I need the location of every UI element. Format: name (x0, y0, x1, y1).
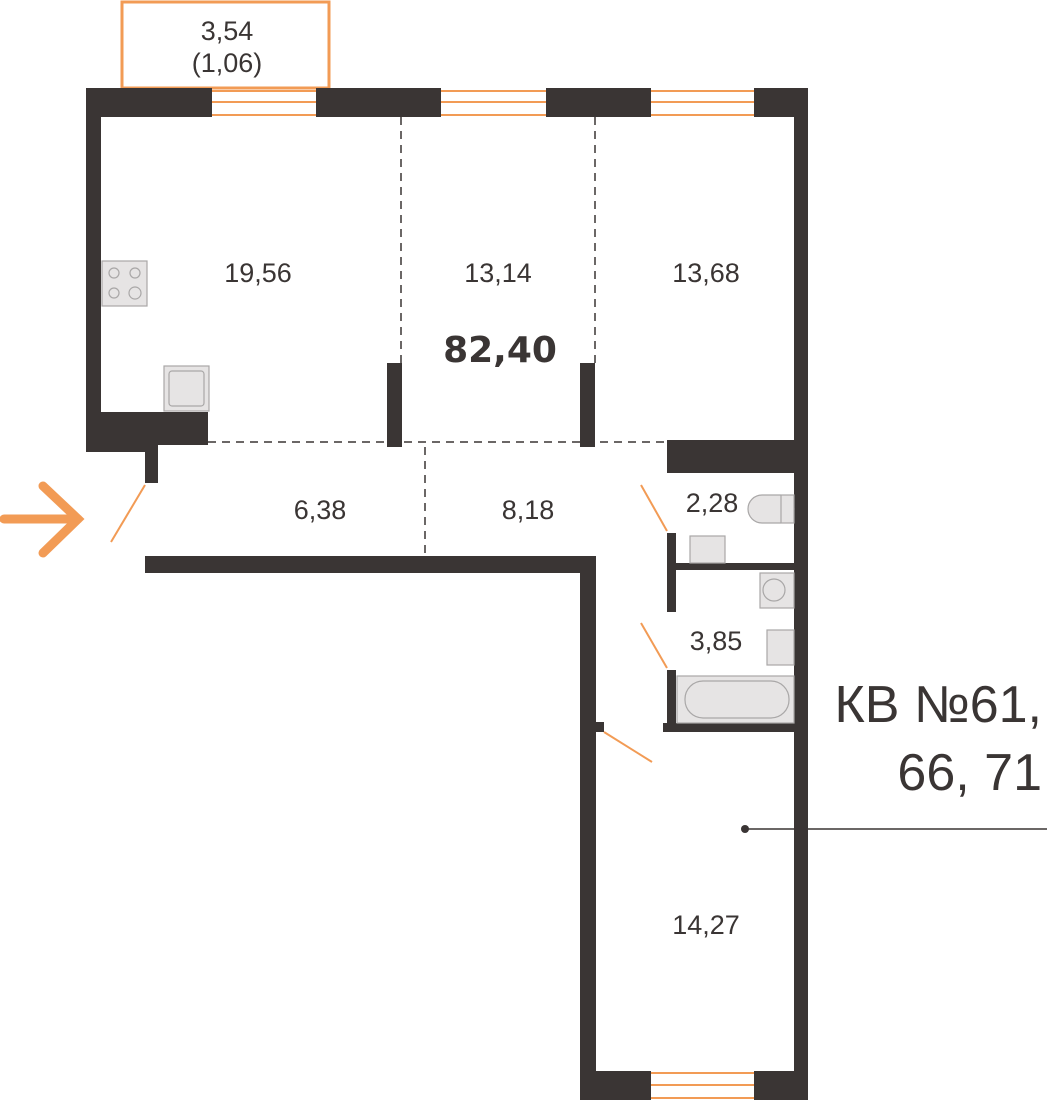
bathtub-icon (676, 675, 795, 724)
room-area: 6,38 (294, 495, 347, 525)
walls (86, 88, 808, 1100)
washing-machine-icon (759, 572, 795, 609)
stove-icon (101, 260, 148, 307)
apartment-title-line1: КВ №61, (835, 676, 1043, 734)
room-area: 14,27 (672, 910, 740, 940)
room-area: 19,56 (224, 258, 292, 288)
apartment-title-line2: 66, 71 (897, 744, 1042, 802)
kitchen-sink-icon (163, 365, 210, 412)
windows (212, 90, 754, 1099)
toilet-icon (747, 494, 795, 524)
room-area: 8,18 (502, 495, 555, 525)
zone-dividers (208, 117, 667, 556)
doors (110, 484, 668, 763)
balcony-outline (120, 0, 331, 90)
bathroom-sink-icon (766, 629, 795, 666)
balcony-area-reduced: (1,06) (192, 48, 263, 78)
room-area: 3,85 (690, 626, 743, 656)
room-area: 13,68 (672, 258, 740, 288)
washbasin-icon (689, 535, 726, 564)
room-area: 13,14 (464, 258, 532, 288)
room-area: 2,28 (686, 488, 739, 518)
total-area: 82,40 (443, 330, 557, 371)
balcony-area: 3,54 (201, 16, 254, 46)
entrance-arrow-icon (0, 481, 85, 558)
